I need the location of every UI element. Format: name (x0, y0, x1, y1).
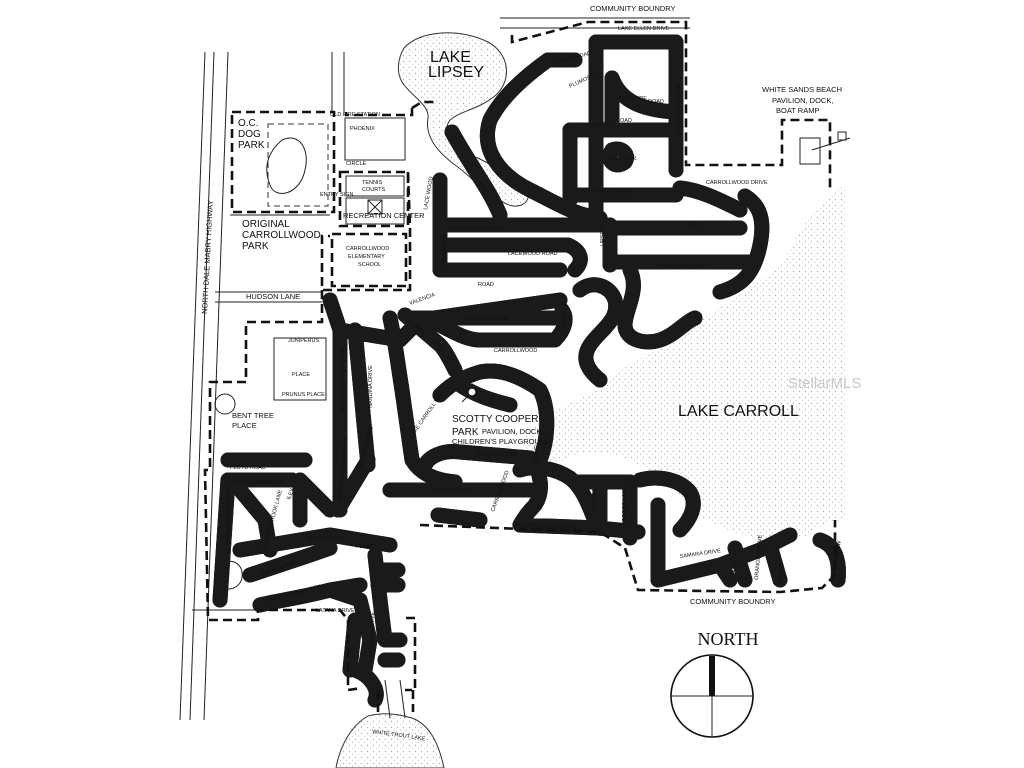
road-goode-road: ROAD (616, 118, 632, 124)
original-park-label-3: PARK (242, 241, 269, 252)
road-juniperus-place: PLACE (292, 372, 310, 378)
bent-tree-label-2: PLACE (232, 421, 257, 430)
road-areca-cr: ARECA CR. (608, 156, 638, 162)
road-korina-drive-2: DRIVE (534, 445, 540, 462)
white-sands-beach-label: WHITE SANDS BEACH (762, 85, 842, 94)
thin-street-lines (192, 17, 690, 719)
road-carrollbrook-way: CARROLLBROOK WAY (226, 485, 232, 545)
road-lake-carroll-way: LAKE CARROLL WAY (409, 391, 446, 440)
road-picwood-road: PICWOOD ROAD (465, 316, 509, 322)
road-valencia: VALENCIA (409, 292, 437, 307)
road-schefflera-place: PLACE (356, 544, 374, 550)
road-samara: SAMARA (592, 488, 598, 512)
community-boundary-line (203, 20, 837, 692)
stellar-mls-watermark: StellarMLS (788, 375, 861, 392)
road-belmore-road: ROAD (648, 99, 664, 105)
road-lacewood-road: LACEWOOD ROAD (508, 251, 558, 257)
park-outlines (214, 110, 410, 590)
north-dale-mabry-highway (179, 51, 229, 721)
road-peacock-lane: PEACOCK LANE (662, 264, 705, 270)
road-network (212, 34, 838, 708)
road-juniperus: JUNIPERUS (288, 338, 320, 344)
road-orange-grove-drive-3: ORANGE GROVE DRIVE (338, 436, 350, 500)
bent-tree-label-1: BENT TREE (232, 411, 274, 420)
road-samara-drive: SAMARA DRIVE (679, 548, 721, 560)
road-circle: CIRCLE (346, 161, 367, 167)
school-label-1: CARROLLWOOD (346, 246, 389, 252)
school-label-2: ELEMENTARY (348, 254, 385, 260)
school-label-3: SCHOOL (358, 262, 381, 268)
road-schefflera: SCHEFFLERA (308, 536, 345, 542)
lake-carroll-label: LAKE CARROLL (678, 403, 799, 420)
road-paldao: PALDAO RD (442, 235, 448, 266)
road-lake-ridge: LAKE RIDGE ROAD (676, 85, 682, 135)
road-areca-road: ARECA ROAD (596, 189, 632, 195)
road-carrollwood: CARROLLWOOD (494, 348, 537, 354)
dog-park-boundary (230, 110, 336, 214)
road-korina-drive: KORINA DRIVE (478, 452, 517, 458)
road-phoenix: PHOENIX (350, 126, 375, 132)
road-prunus-place: PRUNUS PLACE (282, 392, 325, 398)
road-lace-wood: LACE WOOD (423, 176, 435, 210)
rec-center-boundary (338, 170, 410, 228)
boundary-top-label: COMMUNITY BOUNDRY (590, 4, 676, 13)
lake-lipsey-label-1: LAKE (430, 49, 471, 66)
road-ilex: ILEX (286, 487, 296, 501)
dog-park-label-3: PARK (238, 140, 265, 151)
north-compass: NORTH (670, 629, 759, 738)
road-nandina-drive: NANDINA DRIVE (368, 365, 374, 408)
road-sabal: SABAL (686, 221, 704, 227)
white-sands-beach-facilities (799, 131, 851, 165)
water-bodies (335, 32, 845, 768)
white-trout-lake-water (335, 713, 445, 768)
scotty-cooper-label-4: CHILDREN'S PLAYGROUND (452, 437, 551, 446)
white-sands-beach-sub-2: BOAT RAMP (776, 106, 819, 115)
road-north-dale-mabry: NORTH DALE MABRY HIGHWAY (200, 200, 215, 314)
road-upset: UPSET (600, 227, 606, 246)
recreation-center-label: RECREATION CENTER (343, 211, 425, 220)
road-lake-ellen: LAKE ELLEN DRIVE (618, 26, 670, 32)
road-orange-grove-drive-1: ORANGE GROVE DRIVE (340, 348, 346, 412)
road-carrollbrook-rd: CARROLLBROOK RD (228, 480, 283, 486)
entry-sign-label: ENTRY SIGN (320, 192, 353, 198)
old-fire-station-label: OLD FIRE STATION (330, 112, 380, 118)
road-latana-drive: LATANA DRIVE (316, 608, 355, 614)
scotty-cooper-label-3: PAVILION, DOCK, (482, 427, 543, 436)
tennis-courts-label-1: TENNIS (362, 180, 383, 186)
dog-park-label-1: O.C. (238, 118, 259, 129)
scotty-cooper-label-2: PARK (452, 427, 479, 438)
boundary-bottom-label: COMMUNITY BOUNDRY (690, 597, 776, 606)
road-carrollwood-drive-label: DRIVE (562, 313, 568, 330)
road-court: COURT (778, 562, 786, 583)
lake-lipsey-label-2: LIPSEY (428, 64, 484, 81)
road-reclinata-drive: RECLINATA DRIVE (370, 612, 376, 660)
road-belmore: BELMORE (620, 96, 647, 102)
road-cocos-lane: COCOS LANE (622, 486, 628, 522)
road-orange-grove-drive-2: ORANGE GROVE DRIVE (512, 522, 576, 531)
road-nakora-drive: NAKORA DRIVE (432, 488, 474, 494)
original-park-label-2: CARROLLWOOD (242, 230, 321, 241)
road-valencia-road: ROAD (478, 282, 494, 288)
road-mcfarland-road: MC FARLAND ROAD (450, 226, 503, 232)
north-label: NORTH (698, 629, 759, 649)
school-boundary (330, 232, 408, 288)
road-floyd-road: FLOYD ROAD (230, 465, 266, 471)
road-cove: COVE (728, 562, 739, 579)
lake-carroll-water (523, 185, 845, 544)
tennis-courts-label-2: COURTS (362, 187, 385, 193)
road-orange-grove-court: ORANGE GROVE (754, 534, 764, 580)
dog-park-label-2: DOG (238, 129, 261, 140)
scotty-cooper-marker (467, 387, 477, 397)
original-park-label-1: ORIGINAL (242, 219, 290, 230)
road-carrollwood-drive: CARROLLWOOD DRIVE (706, 180, 768, 186)
road-goode: GOODE (589, 120, 611, 130)
road-hudson-lane: HUDSON LANE (246, 292, 300, 301)
scotty-cooper-label-1: SCOTTY COOPER (452, 414, 539, 425)
white-sands-beach-sub-1: PAVILION, DOCK, (772, 96, 833, 105)
